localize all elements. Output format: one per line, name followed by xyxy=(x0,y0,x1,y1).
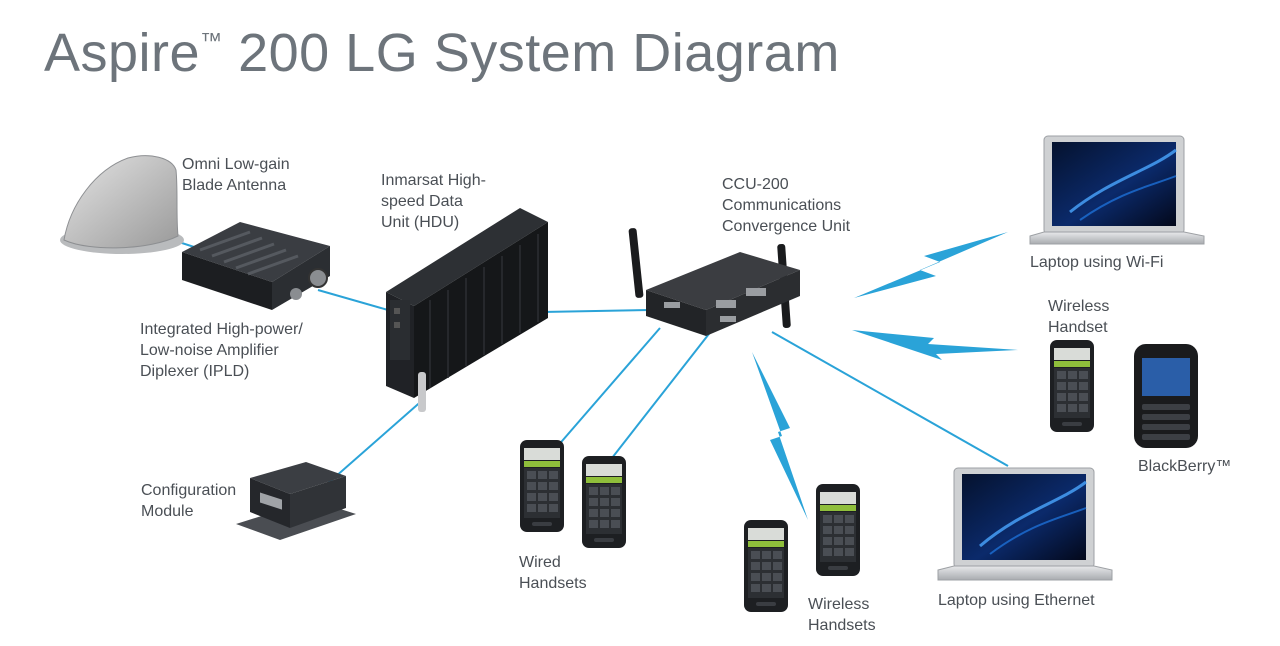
trademark-mark: ™ xyxy=(200,28,223,53)
link-ccu-laptop-ethernet xyxy=(771,331,1009,467)
configuration-module-icon xyxy=(236,462,356,540)
laptop-ethernet-icon xyxy=(937,467,1113,581)
link-ccu-wired-1 xyxy=(555,327,661,449)
page-title: Aspire™ 200 LG System Diagram xyxy=(44,22,840,84)
link-ccu-wired-2 xyxy=(611,329,713,459)
wireless-handset-3-icon xyxy=(816,484,860,576)
label-ipld: Integrated High-power/ Low-noise Amplifi… xyxy=(140,321,303,380)
bolt-wifi-laptop xyxy=(854,232,1008,298)
ipld-unit-icon xyxy=(182,222,330,310)
title-main: Aspire xyxy=(44,23,201,83)
wireless-bolts xyxy=(752,232,1018,520)
connection-lines xyxy=(147,231,1009,493)
title-rest: 200 LG System Diagram xyxy=(222,23,840,83)
laptop-wifi-icon xyxy=(1029,135,1205,245)
link-ipld-hdu xyxy=(317,289,389,311)
label-wireless-handsets: Wireless Handsets xyxy=(808,596,876,634)
label-configuration-module: Configuration Module xyxy=(141,482,237,520)
bolt-wireless-handset xyxy=(852,330,1018,360)
blackberry-icon xyxy=(1134,344,1198,448)
wireless-handset-2-icon xyxy=(744,520,788,612)
label-antenna: Omni Low-gain Blade Antenna xyxy=(182,156,290,194)
wireless-handset-icon xyxy=(1050,340,1094,432)
link-hdu-ccu xyxy=(541,309,651,313)
label-wireless-handset: Wireless Handset xyxy=(1048,298,1110,336)
label-laptop-wifi: Laptop using Wi-Fi xyxy=(1030,254,1164,271)
label-blackberry: BlackBerry™ xyxy=(1138,458,1232,475)
bolt-wireless-handsets xyxy=(752,352,808,520)
ccu-unit-icon xyxy=(628,228,800,336)
hdu-unit-icon xyxy=(386,208,548,412)
label-hdu: Inmarsat High- speed Data Unit (HDU) xyxy=(381,172,486,231)
wired-handset-2-icon xyxy=(582,456,626,548)
wired-handset-1-icon xyxy=(520,440,564,532)
blade-antenna-icon xyxy=(60,155,184,254)
label-wired-handsets: Wired Handsets xyxy=(519,554,587,592)
label-ccu: CCU-200 Communications Convergence Unit xyxy=(722,176,851,235)
label-laptop-ethernet: Laptop using Ethernet xyxy=(938,592,1095,609)
